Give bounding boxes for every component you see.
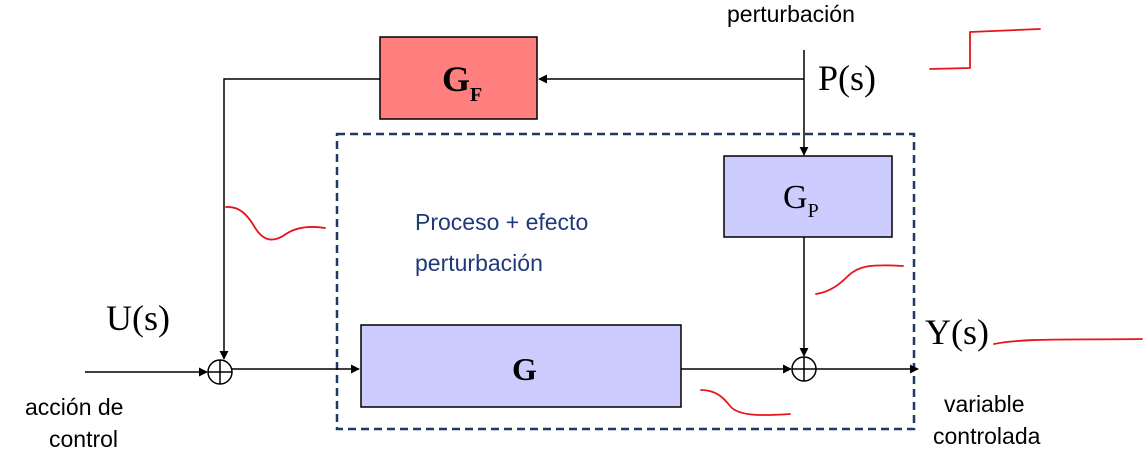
controlled-variable-label-line1: variable: [944, 391, 1025, 417]
process-block-label: G: [512, 351, 537, 387]
feedforward-block: [379, 36, 538, 120]
disturbance-label: perturbación: [727, 1, 855, 27]
output-summing-junction: [791, 356, 817, 382]
control-action-label-line1: acción de: [25, 394, 123, 420]
process-block: [360, 324, 682, 408]
input-signal-label: U(s): [106, 298, 170, 338]
disturbance-block-label: G: [783, 179, 808, 216]
gf-to-junction-arrow: [219, 78, 380, 360]
control-action-label-line2: control: [49, 426, 118, 452]
disturbance-block: [723, 155, 893, 238]
feedforward-block-subscript: F: [470, 84, 482, 106]
signal-lines: [85, 50, 919, 377]
output-signal-label: Y(s): [925, 312, 989, 352]
output-response-sketch: [993, 338, 1143, 345]
handwritten-annotations: [225, 28, 1143, 416]
disturbance-block-subscript: P: [808, 200, 819, 222]
process-group-boundary: [335, 132, 916, 431]
disturbance-signal-label: P(s): [818, 58, 876, 98]
step-response-sketch: [929, 28, 1041, 70]
input-summing-junction: [207, 359, 233, 385]
controlled-variable-label-line2: controlada: [933, 423, 1041, 449]
svg-text:GF: GF: [442, 59, 482, 106]
svg-text:GP: GP: [783, 179, 819, 222]
process-response-sketch: [700, 389, 791, 416]
process-group-label-line1: Proceso + efecto: [415, 209, 588, 235]
process-group-label-line2: perturbación: [415, 250, 543, 276]
feedforward-response-sketch: [225, 206, 326, 241]
feedforward-block-label: G: [442, 59, 470, 99]
disturbance-response-sketch: [815, 264, 904, 295]
